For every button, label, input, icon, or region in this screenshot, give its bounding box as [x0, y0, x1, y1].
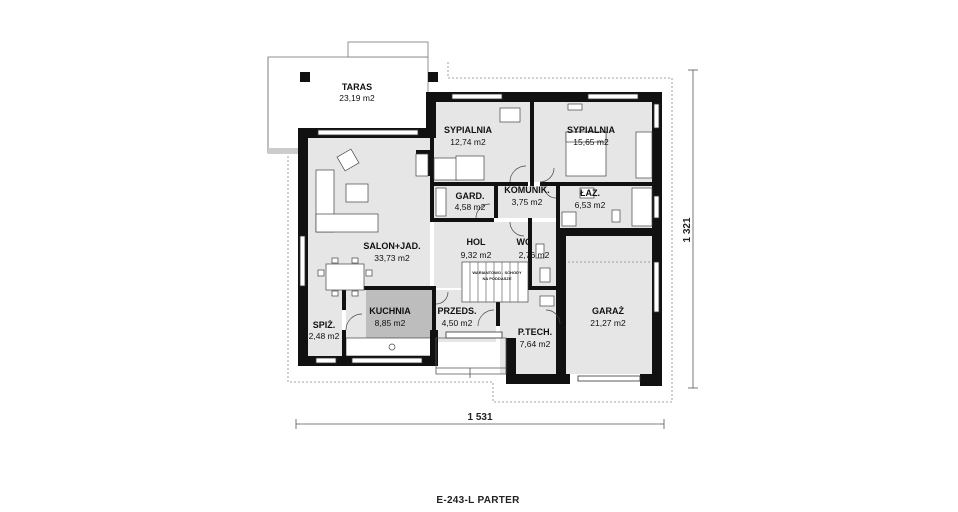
label-syp2-name: SYPIALNIA: [567, 125, 616, 135]
label-wc-name: WC: [517, 237, 532, 247]
sink-icon: [388, 343, 396, 351]
label-syp2-area: 15,65 m2: [573, 137, 609, 147]
label-laz-name: ŁAZ.: [580, 188, 600, 198]
label-spiz-name: SPIŻ.: [313, 320, 336, 330]
stair-note-line2: NA PODDASZE: [483, 276, 512, 281]
label-salon-area: 33,73 m2: [374, 253, 410, 263]
label-gard-name: GARD.: [456, 191, 485, 201]
label-kuchnia-area: 8,85 m2: [375, 318, 406, 328]
label-hol-name: HOL: [467, 237, 487, 247]
label-syp1-name: SYPIALNIA: [444, 125, 493, 135]
label-wc-area: 2,76 m2: [519, 250, 550, 260]
label-ptech-area: 7,64 m2: [520, 339, 551, 349]
label-taras-name: TARAS: [342, 82, 372, 92]
furniture: [315, 103, 653, 307]
plan-caption: E-243-L PARTER: [436, 495, 520, 506]
label-gard-area: 4,58 m2: [455, 202, 486, 212]
windows: [299, 93, 660, 382]
kitchen-counter: [366, 290, 432, 338]
label-ptech-name: P.TECH.: [518, 327, 552, 337]
label-hol-area: 9,32 m2: [461, 250, 492, 260]
label-salon-name: SALON+JAD.: [363, 241, 420, 251]
label-kuchnia-name: KUCHNIA: [369, 306, 411, 316]
label-spiz-area: 2,48 m2: [309, 331, 340, 341]
dimension-height: 1 321: [682, 69, 698, 389]
label-taras-area: 23,19 m2: [339, 93, 375, 103]
plot-outline: [287, 60, 673, 403]
label-komunik-name: KOMUNIK.: [504, 185, 550, 195]
dimension-width: 1 531: [295, 412, 665, 429]
entrance-porch: [435, 337, 507, 378]
dimension-width-label: 1 531: [467, 412, 492, 423]
label-garaz-name: GARAŻ: [592, 306, 624, 316]
label-komunik-area: 3,75 m2: [512, 197, 543, 207]
label-laz-area: 6,53 m2: [575, 200, 606, 210]
doors: [345, 165, 561, 331]
label-garaz-area: 21,27 m2: [590, 318, 626, 328]
label-przeds-area: 4,50 m2: [442, 318, 473, 328]
label-syp1-area: 12,74 m2: [450, 137, 486, 147]
dimension-height-label: 1 321: [682, 217, 693, 242]
label-przeds-name: PRZEDS.: [437, 306, 476, 316]
stair-note-line1: WARIANTOWO - SCHODY: [472, 270, 522, 275]
